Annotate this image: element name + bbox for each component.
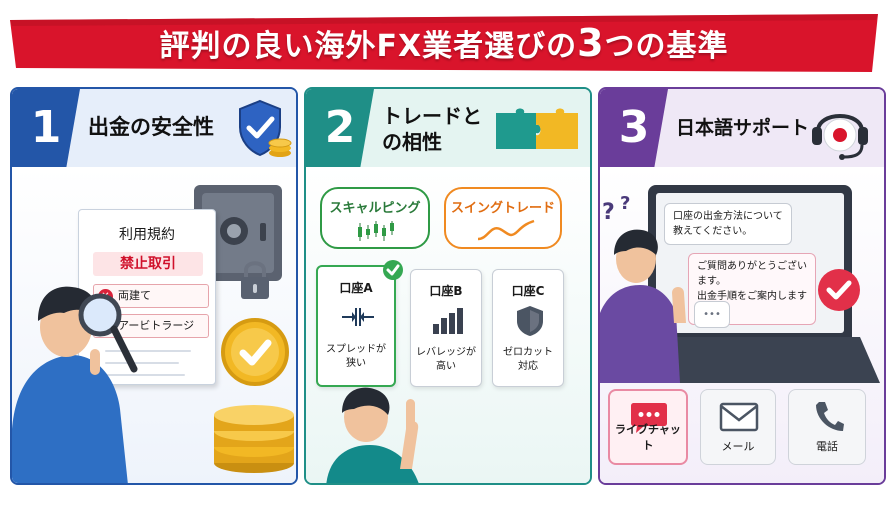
typing-indicator: ••• bbox=[694, 301, 730, 328]
channel-label: メール bbox=[721, 440, 755, 453]
title-suffix: つの基準 bbox=[604, 29, 729, 64]
person-icon: ? ? bbox=[600, 193, 686, 383]
magnifier-icon bbox=[78, 293, 138, 373]
safe-icon bbox=[194, 185, 282, 281]
phone-icon bbox=[816, 402, 844, 431]
panel-header: 1 出金の安全性 bbox=[12, 89, 296, 167]
text-line bbox=[105, 374, 185, 376]
gold-coins-icon bbox=[214, 405, 294, 473]
headset-japan-icon bbox=[812, 114, 868, 160]
panel-header: 2 トレードとの相性 bbox=[306, 89, 590, 167]
svg-text:?: ? bbox=[602, 200, 615, 225]
panel-header: 3 日本語サポート bbox=[600, 89, 884, 167]
account-name: 口座B bbox=[429, 284, 463, 298]
prohibited-trades-label: 禁止取引 bbox=[93, 252, 203, 276]
chat-bubble-icon bbox=[631, 403, 667, 433]
prohibited-item-label: 両建て bbox=[118, 289, 151, 302]
chat-question: 口座の出金方法について 教えてください。 bbox=[664, 203, 792, 245]
envelope-icon bbox=[719, 402, 759, 432]
chat-answer: ご質問ありがとうございます。 出金手順をご案内しますね。 bbox=[688, 253, 816, 325]
text-line bbox=[105, 350, 191, 352]
check-coin-icon bbox=[221, 318, 289, 386]
scalping-bubble: スキャルピング bbox=[320, 187, 430, 249]
check-circle-icon bbox=[383, 260, 403, 280]
puzzle-icon bbox=[496, 108, 578, 149]
panel-number: 2 bbox=[306, 89, 374, 167]
email-button[interactable]: メール bbox=[700, 389, 776, 465]
phone-button[interactable]: 電話 bbox=[788, 389, 866, 465]
page-title: 評判の良い海外FX業者選びの3つの基準 bbox=[10, 14, 878, 72]
title-number: 3 bbox=[577, 21, 605, 65]
account-card-a[interactable]: 口座A スプレッドが 狭い bbox=[316, 265, 396, 387]
channel-label: 電話 bbox=[816, 440, 838, 453]
account-desc: スプレッドが 狭い bbox=[326, 344, 386, 369]
account-name: 口座C bbox=[511, 284, 545, 298]
wave-line-icon bbox=[477, 219, 535, 241]
bar-chart-icon bbox=[433, 308, 463, 334]
candlestick-icon bbox=[358, 221, 394, 241]
text-line bbox=[105, 362, 179, 364]
shield-check-icon bbox=[239, 99, 292, 157]
check-circle-icon bbox=[818, 269, 860, 311]
style-label: スイングトレード bbox=[450, 201, 555, 216]
account-desc: ゼロカット 対応 bbox=[503, 347, 553, 372]
account-name: 口座A bbox=[339, 281, 373, 295]
title-banner: 評判の良い海外FX業者選びの3つの基準 bbox=[10, 14, 878, 72]
prohibited-item-label: アービトラージ bbox=[118, 319, 195, 332]
style-label: スキャルピング bbox=[329, 201, 421, 216]
panel-title: 日本語サポート bbox=[676, 117, 810, 139]
account-desc: レバレッジが 高い bbox=[416, 347, 476, 372]
live-chat-button[interactable]: ライブチャット bbox=[608, 389, 688, 465]
swing-trade-bubble: スイングトレード bbox=[444, 187, 562, 249]
panel-withdrawal-safety: 1 出金の安全性 利用規約 禁止取引 ✕両建て ✕アービトラージ bbox=[10, 87, 298, 485]
account-card-c[interactable]: 口座C ゼロカット 対応 bbox=[492, 269, 564, 387]
narrow-spread-icon bbox=[342, 308, 374, 326]
panel-title: トレードとの相性 bbox=[382, 104, 482, 154]
panel-trade-compatibility: 2 トレードとの相性 スキャルピング スイングトレード 口座A bbox=[304, 87, 592, 485]
shield-icon bbox=[517, 306, 543, 336]
panel-number: 1 bbox=[12, 89, 80, 167]
padlock-icon bbox=[241, 261, 269, 299]
terms-title: 利用規約 bbox=[119, 227, 175, 243]
panel-japanese-support: 3 日本語サポート 口座の出金方法について 教えてください。 ご質問ありがとうご… bbox=[598, 87, 886, 485]
panel-title: 出金の安全性 bbox=[88, 115, 214, 139]
channel-label: ライブチャット bbox=[615, 423, 681, 452]
pointing-person-icon bbox=[326, 387, 419, 483]
title-prefix: 評判の良い海外FX業者選びの bbox=[159, 29, 578, 64]
svg-text:?: ? bbox=[620, 193, 630, 214]
account-card-b[interactable]: 口座B レバレッジが 高い bbox=[410, 269, 482, 387]
banner-ribbon bbox=[10, 14, 878, 72]
panel-number: 3 bbox=[600, 89, 668, 167]
